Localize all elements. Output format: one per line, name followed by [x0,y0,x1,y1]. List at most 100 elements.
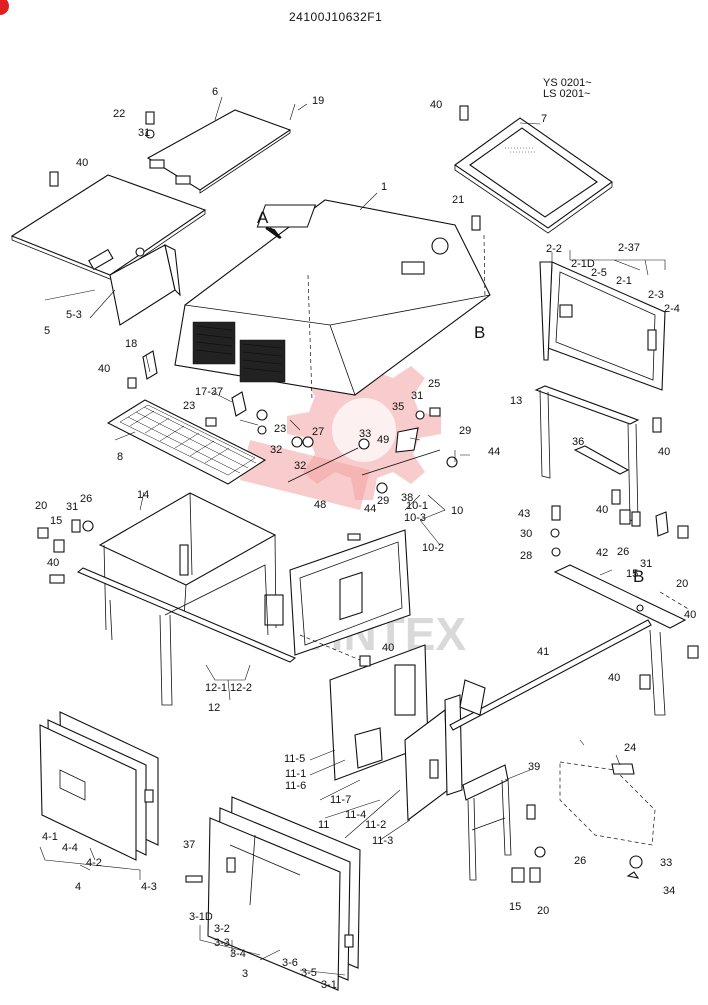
part-3-lower-panels [207,796,361,991]
callout-label: 11 [318,819,329,831]
callout-label: 2-4 [664,303,680,315]
view-marker-b-2: B [633,567,644,586]
callout-label: 15 [509,901,521,913]
callout-label: 2-1 [616,275,632,287]
callout-label: 31 [138,127,150,139]
callout-label: 11-4 [345,809,366,821]
callout-label: 32 [294,460,306,472]
callout-label: 29 [377,495,389,507]
corner-badge [0,0,9,15]
callout-label: 17-37 [195,386,223,398]
callout-label: 40 [596,504,608,516]
callout-label: 48 [314,499,326,511]
part-12-lower-frame [76,564,297,706]
callout-label: 4-3 [141,881,157,893]
part-11-panel-set [329,571,463,822]
serial-note-1: YS 0201~ [543,77,592,89]
callout-label: 4-4 [62,842,78,854]
callout-label: 3-2 [214,923,230,935]
callout-label: 39 [528,761,540,773]
callout-label: 31 [66,501,78,513]
callout-label: 40 [47,557,59,569]
callout-label: 27 [312,426,324,438]
part-13-bracket [534,385,640,523]
callout-label: 23 [183,400,195,412]
callout-label: 41 [537,646,549,658]
callout-label: 3-6 [282,957,298,969]
callout-label: 20 [676,578,688,590]
callout-label: 4-1 [42,831,58,843]
callout-label: 5 [44,325,50,337]
callout-label: 36 [572,436,584,448]
callout-label: 3 [242,968,248,980]
callout-label: 20 [35,500,47,512]
callout-label: 8 [117,451,123,463]
callout-label: 4 [75,881,81,893]
callout-label: 24 [624,742,636,754]
callout-label: 19 [312,95,324,107]
callout-label: 11-1 [285,768,306,780]
callout-label: 28 [520,550,532,562]
callout-label: 2-1D [571,258,595,270]
callout-label: 20 [537,905,549,917]
callout-label: 31 [411,390,423,402]
callout-label: 3-1D [189,911,213,923]
callout-label: 11-2 [365,819,386,831]
part-7-grille-panel [454,117,613,234]
callout-label: 26 [574,855,586,867]
callout-label: 34 [663,885,675,897]
callout-label: 38 [401,492,413,504]
callout-label: 22 [113,108,125,120]
callout-label: 2-3 [648,289,664,301]
callout-label: 33 [359,428,371,440]
callout-label: 10 [451,505,463,517]
callout-label: 29 [459,425,471,437]
small-hardware-right [185,417,699,883]
part-4-side-panels [39,711,159,861]
callout-label: 35 [392,401,404,413]
view-marker-b-1: B [474,323,485,342]
view-arrow-a [265,227,282,239]
callout-labels: 12-12-1D2-22-32-42-52-3733-13-1D3-23-33-… [35,86,696,991]
callout-label: 44 [488,446,500,458]
part-5-side-panel [10,174,207,326]
callout-label: 40 [430,99,442,111]
callout-label: 31 [640,558,652,570]
callout-label: 23 [274,423,286,435]
part-14-frame [98,492,284,631]
document-code: 24100J10632F1 [289,10,382,24]
callout-label: 40 [382,642,394,654]
callout-label: 40 [76,157,88,169]
callout-label: 40 [98,363,110,375]
part-1-hood [174,199,491,396]
part-41-rod [449,619,652,731]
callout-label: 26 [617,546,629,558]
callout-label: 10-3 [404,512,426,524]
callout-label: 2-2 [546,243,562,255]
part-2-side-door [539,261,666,391]
small-hardware-left [37,519,371,667]
view-marker-a: A [257,208,269,227]
callout-label: 3-1 [321,979,337,991]
part-6-lid-plate [146,109,292,194]
callout-label: 14 [137,489,149,501]
callout-label: 11-7 [330,794,351,806]
callout-label: 11-6 [285,780,306,792]
callout-label: 30 [520,528,532,540]
callout-label: 32 [270,444,282,456]
callout-label: 13 [510,395,522,407]
callout-label: 3-4 [230,948,246,960]
leader-lines [39,96,666,976]
callout-label: 4-2 [86,857,102,869]
callout-label: 25 [428,378,440,390]
callout-label: 10-1 [406,500,428,512]
callout-label: 49 [377,434,389,446]
callout-label: 6 [212,86,218,98]
locator-lines [299,234,691,661]
callout-label: 10-2 [422,542,444,554]
callout-label: 18 [125,338,137,350]
callout-label: 2-37 [618,242,640,254]
callout-label: 33 [660,857,672,869]
callout-label: 5-3 [66,309,82,321]
callout-label: 12-2 [230,682,252,694]
